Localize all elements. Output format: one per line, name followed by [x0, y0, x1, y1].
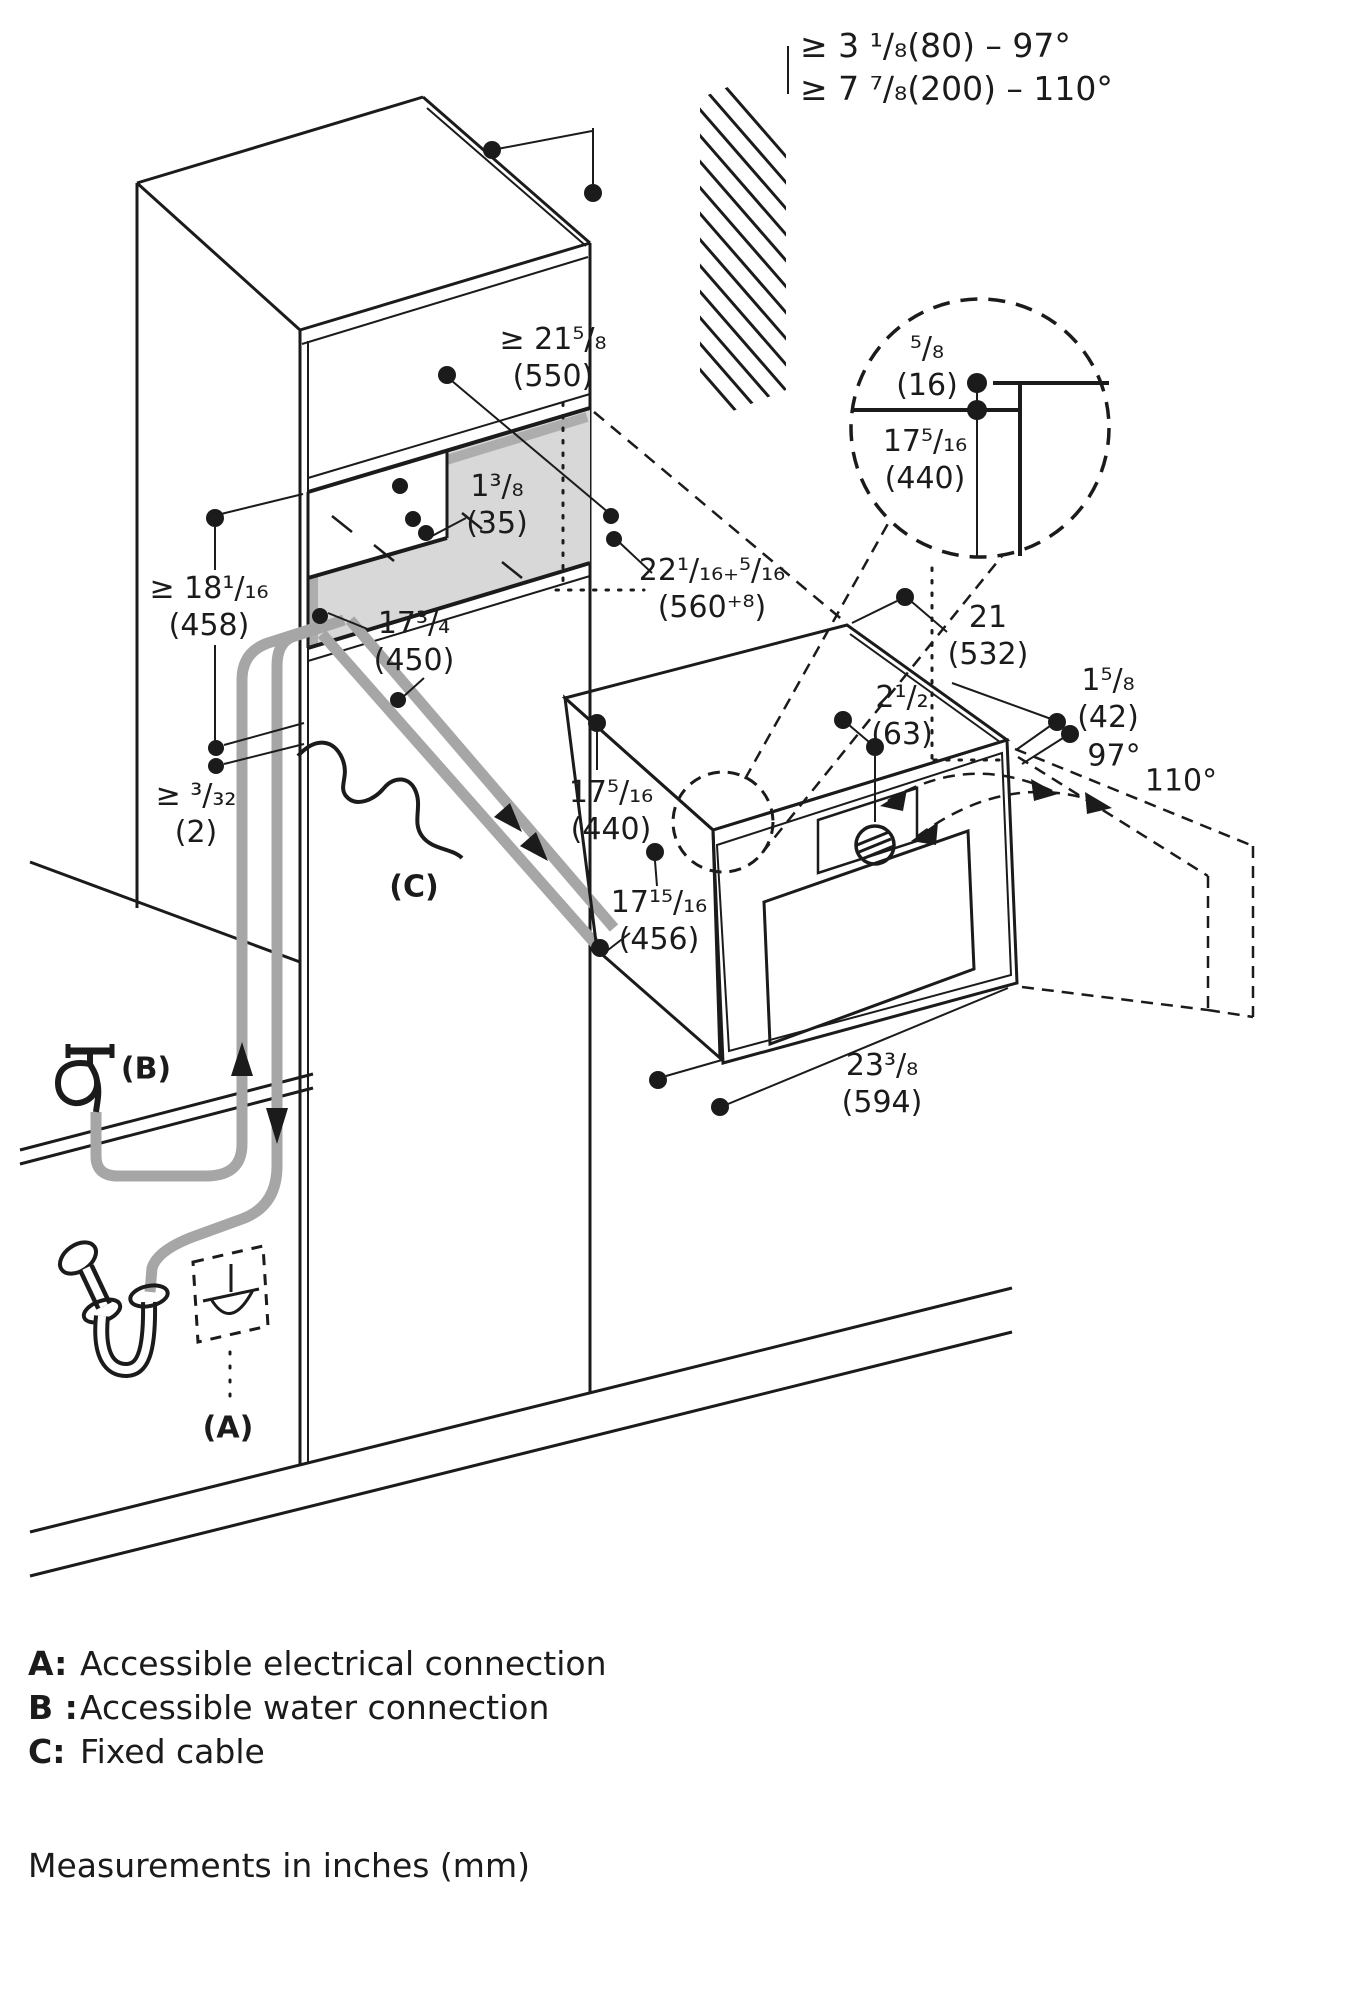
dim-oven-side-height: 17⁵/₁₆(440): [568, 775, 654, 847]
dim-niche-height: 17³/₄(450): [373, 606, 455, 678]
measurement-units-note: Measurements in inches (mm): [28, 1846, 530, 1885]
dim-min-height: ≥ 18¹/₁₆(458): [149, 571, 269, 643]
detail-circle: [849, 297, 1111, 559]
hoses: [90, 614, 619, 1293]
dim-detail-gap: ⁵/₈(16): [896, 331, 958, 403]
door-swing-arrows: [880, 779, 1112, 845]
point-b-label: (B): [120, 1051, 172, 1087]
dim-niche-depth: ≥ 21⁵/₈(550): [499, 322, 607, 394]
legend: A:Accessible electrical connection B :Ac…: [28, 1642, 607, 1774]
electrical-outlet-icon: [191, 1244, 270, 1406]
dim-oven-depth: 21(532): [947, 600, 1029, 672]
flow-arrow: [520, 832, 548, 861]
fixed-cable-icon: [296, 740, 464, 860]
legend-row-a: A:Accessible electrical connection: [28, 1644, 607, 1683]
dim-side-gap: ≥ ³/₃₂(2): [155, 778, 237, 850]
legend-row-b: B :Accessible water connection: [28, 1688, 550, 1727]
flow-down-arrow: [266, 1108, 288, 1144]
dimension-leaders: [206, 46, 1079, 1116]
counter-lines: [19, 860, 314, 1166]
dim-step: 1³/₈(35): [466, 469, 528, 541]
legend-row-c: C:Fixed cable: [28, 1732, 265, 1771]
drain-hose: [144, 614, 346, 1293]
faucet-icon: [54, 1044, 115, 1113]
point-a-label: (A): [202, 1410, 254, 1446]
dim-oven-width: 23³/₈(594): [841, 1048, 923, 1120]
detail-connector-lines: [743, 519, 1003, 854]
dim-knob-depth: 2¹/₂(63): [871, 680, 933, 752]
oven-door-window: [762, 828, 976, 1047]
detail-source-circle: [671, 770, 775, 874]
point-c-label: (C): [389, 869, 439, 905]
wall-clearance-note: ≥ 3 ¹/₈(80) – 97° ≥ 7 ⁷/₈(200) – 110°: [800, 26, 1113, 108]
dim-angle-110: 110°: [1144, 763, 1218, 799]
projection-dashed-line: [593, 411, 846, 623]
dim-niche-width: 22¹/₁₆₊⁵/₁₆(560⁺⁸): [638, 553, 786, 625]
dim-detail-height: 17⁵/₁₆(440): [882, 424, 968, 496]
water-supply-hose: [90, 621, 320, 1182]
flow-up-arrow: [231, 1042, 253, 1076]
dim-oven-height: 17¹⁵/₁₆(456): [610, 885, 708, 957]
dim-angle-97: 97°: [1087, 738, 1141, 774]
flow-arrow: [494, 803, 522, 832]
floor-lines: [29, 1286, 1013, 1578]
wall-hatch-icon: [700, 64, 786, 424]
drain-siphon-icon: [57, 1240, 170, 1379]
dim-door-thickness: 1⁵/₈(42): [1077, 663, 1139, 735]
